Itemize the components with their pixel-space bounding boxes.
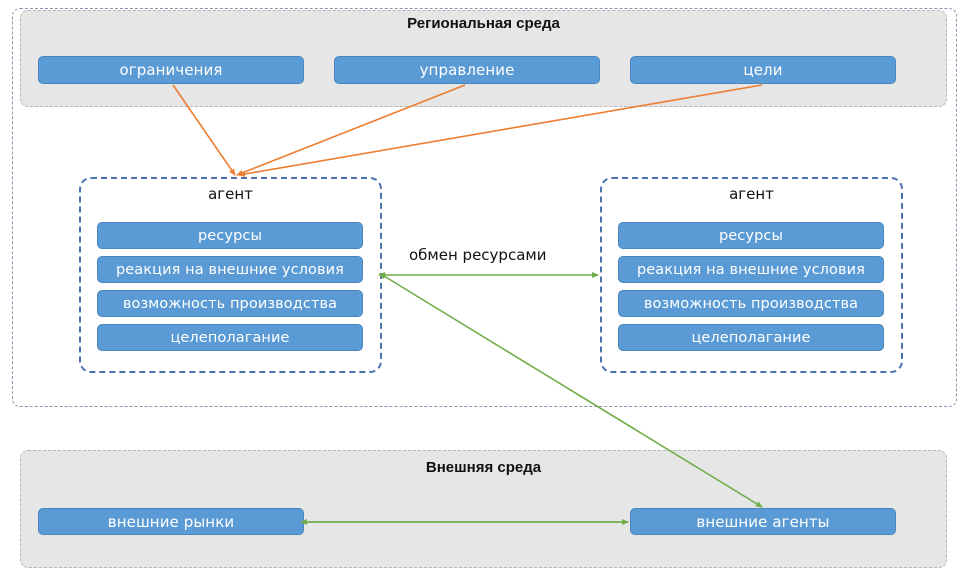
external-agents-box[interactable]: внешние агенты bbox=[630, 508, 896, 535]
agent-left-goal-setting[interactable]: целеполагание bbox=[97, 324, 363, 351]
management-box[interactable]: управление bbox=[334, 56, 600, 84]
goals-box[interactable]: цели bbox=[630, 56, 896, 84]
constraints-to-agent-arrow bbox=[172, 84, 236, 176]
agent-right-resources[interactable]: ресурсы bbox=[618, 222, 884, 249]
management-to-agent-arrow bbox=[236, 84, 466, 176]
resource-exchange-label: обмен ресурсами bbox=[409, 246, 547, 264]
goals-to-agent-arrow bbox=[238, 84, 763, 177]
agent-right-title: агент bbox=[729, 185, 774, 203]
agent-left-reaction[interactable]: реакция на внешние условия bbox=[97, 256, 363, 283]
agent-left-resources[interactable]: ресурсы bbox=[97, 222, 363, 249]
external-markets-box[interactable]: внешние рынки bbox=[38, 508, 304, 535]
constraints-box[interactable]: ограничения bbox=[38, 56, 304, 84]
agent-left-production[interactable]: возможность производства bbox=[97, 290, 363, 317]
agent-left-title: агент bbox=[208, 185, 253, 203]
regional-environment-title: Региональная среда bbox=[407, 15, 560, 32]
agent-to-external-agents-arrow bbox=[378, 272, 763, 508]
